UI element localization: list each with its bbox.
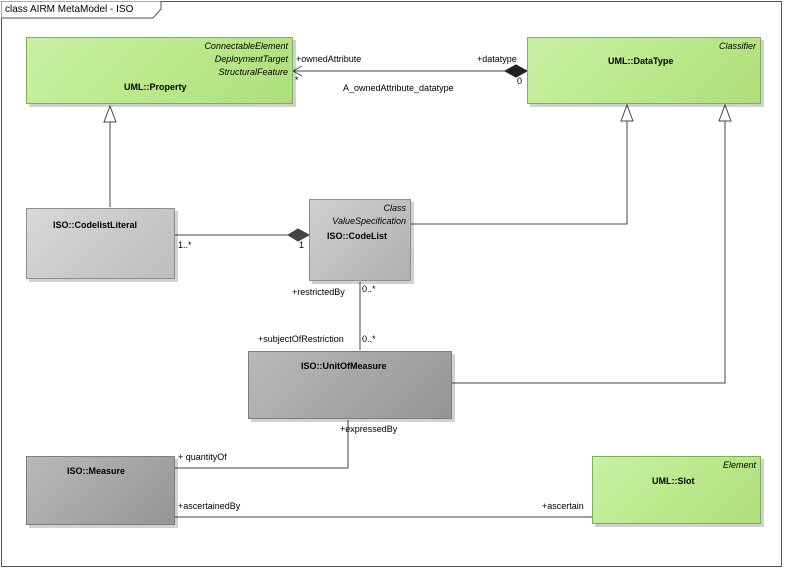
role-datatype: +datatype: [477, 54, 517, 64]
class-iso-codelist[interactable]: Class ValueSpecification ISO::CodeList: [309, 199, 411, 281]
generalization-arrowhead: [620, 103, 634, 122]
role-expressed-by: +expressedBy: [340, 424, 398, 434]
role-ascertained-by: +ascertainedBy: [178, 501, 241, 511]
class-iso-codelistliteral[interactable]: ISO::CodelistLiteral: [26, 208, 175, 279]
multiplicity-subject-of-restriction: 0..*: [362, 334, 376, 344]
multiplicity-codelist: 1: [299, 240, 305, 250]
composition-diamond: [503, 64, 529, 78]
association-owned-attribute-datatype[interactable]: [291, 64, 529, 78]
multiplicity-restricted-by: 0..*: [362, 284, 376, 294]
role-restricted-by: +restrictedBy: [292, 287, 345, 297]
generalization-arrowhead: [718, 103, 732, 122]
association-expressed[interactable]: [175, 420, 349, 469]
class-name: UML::Slot: [652, 476, 695, 486]
class-iso-measure[interactable]: ISO::Measure: [26, 456, 175, 525]
generalization-arrowhead: [103, 104, 117, 123]
class-name: ISO::CodeList: [327, 231, 387, 241]
stereotype-deployment-target: DeploymentTarget: [214, 54, 288, 64]
multiplicity-datatype: 0: [517, 76, 523, 86]
class-name: UML::DataType: [608, 56, 674, 66]
composition-diamond: [287, 228, 311, 242]
generalization-codelistliteral-property[interactable]: [103, 104, 117, 207]
frame-title-tab: [1, 1, 162, 19]
class-name: ISO::Measure: [67, 466, 126, 476]
class-iso-unitofmeasure[interactable]: ISO::UnitOfMeasure: [248, 351, 452, 419]
composition-codelistliteral-codelist[interactable]: [175, 228, 311, 242]
generalization-codelist-datatype[interactable]: [411, 103, 634, 225]
class-name: ISO::CodelistLiteral: [53, 220, 138, 230]
stereotype-connectable-element: ConnectableElement: [204, 41, 288, 51]
class-name: UML::Property: [124, 82, 187, 92]
stereotype-value-specification: ValueSpecification: [332, 216, 406, 226]
stereotype-classifier: Classifier: [718, 41, 756, 51]
role-subject-of-restriction: +subjectOfRestriction: [258, 334, 344, 344]
navigable-arrowhead: [291, 65, 303, 77]
role-quantity-of: + quantityOf: [178, 452, 227, 462]
association-name: A_ownedAttribute_datatype: [343, 83, 454, 93]
generalization-unitofmeasure-datatype[interactable]: [452, 103, 732, 384]
multiplicity-owned-attribute: *: [295, 75, 299, 85]
class-uml-slot[interactable]: Element UML::Slot: [592, 456, 761, 524]
diagram-title: class AIRM MetaModel - ISO: [5, 4, 134, 15]
role-ascertain: +ascertain: [542, 501, 584, 511]
class-uml-datatype[interactable]: Classifier UML::DataType: [527, 37, 761, 104]
stereotype-structural-feature: StructuralFeature: [218, 67, 288, 77]
multiplicity-codelist-literal: 1..*: [178, 240, 192, 250]
class-uml-property[interactable]: ConnectableElement DeploymentTarget Stru…: [26, 37, 293, 104]
stereotype-class: Class: [383, 203, 406, 213]
role-owned-attribute: +ownedAttribute: [296, 54, 362, 64]
class-name: ISO::UnitOfMeasure: [301, 361, 387, 371]
stereotype-element: Element: [722, 460, 756, 470]
